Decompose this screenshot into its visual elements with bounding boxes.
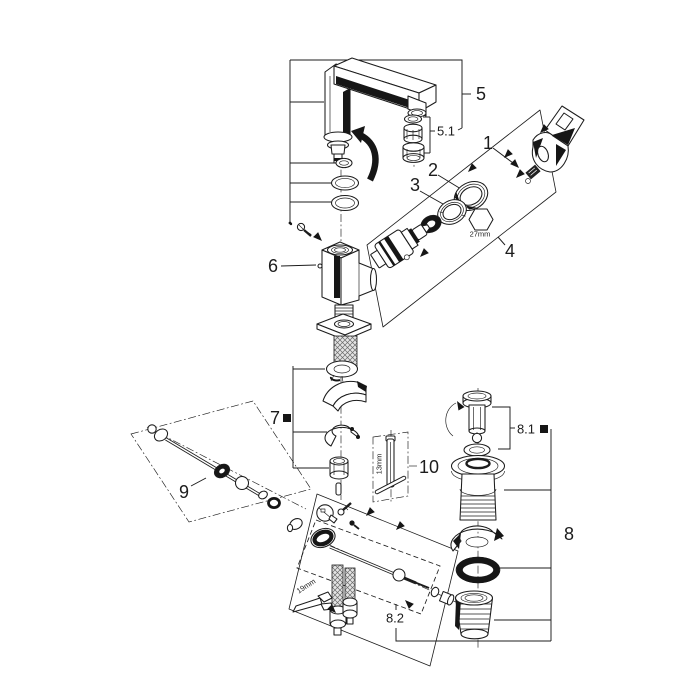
- label-27mm: 27mm: [470, 230, 491, 239]
- label-19mm: 19mm: [295, 577, 317, 596]
- label-2: 2: [428, 160, 438, 180]
- tool-outline: [372, 431, 409, 503]
- bottom-assembly-outline: [288, 493, 459, 667]
- center-axes: [146, 110, 479, 650]
- spout-o-rings: [330, 157, 360, 212]
- mounting-ring: [437, 199, 467, 225]
- set-screw: [289, 222, 322, 241]
- wrench-arrow-icon: [327, 604, 336, 613]
- label-8-2: 8.2: [386, 611, 404, 626]
- label-8-1: 8.1: [517, 422, 535, 437]
- horizontal-rod: [329, 545, 455, 609]
- pull-rod-assembly: [147, 424, 281, 509]
- drain-assembly: [450, 443, 506, 640]
- label-13mm: 13mm: [375, 454, 384, 475]
- wrench-19mm: [292, 591, 336, 613]
- rod-joint-parts: [286, 502, 360, 549]
- handle-screw: [525, 164, 541, 180]
- label-7: 7: [270, 408, 280, 428]
- spout: [323, 57, 437, 182]
- label-8: 8: [564, 524, 574, 544]
- c-clamp: [324, 424, 360, 447]
- label-4: 4: [505, 241, 515, 261]
- label-6: 6: [268, 256, 278, 276]
- faucet-body: [316, 241, 378, 383]
- part-callouts: 1 2 3 4 5 5.1 6 7 8 8.1 8.2 9 10: [179, 84, 574, 626]
- removal-arrow-icon: [351, 126, 379, 182]
- service-tool: [374, 435, 407, 495]
- cartridge: [370, 224, 431, 269]
- label-5: 5: [476, 84, 486, 104]
- group-outline-boxes: [130, 109, 557, 667]
- assembly-arrow-icons: [366, 124, 549, 530]
- label-3: 3: [410, 175, 420, 195]
- label-10: 10: [419, 457, 439, 477]
- fixing-set: [322, 380, 367, 496]
- aerator-set: [402, 114, 425, 163]
- handle-group-outline: [366, 109, 557, 328]
- plug-8-1: [445, 390, 492, 444]
- lever-handle: [525, 105, 585, 184]
- label-9: 9: [179, 482, 189, 502]
- label-5-1: 5.1: [437, 124, 455, 139]
- rod-outline: [296, 519, 441, 615]
- hose-ends: [329, 564, 358, 636]
- hex-nut-27mm: [468, 208, 494, 231]
- label-1: 1: [483, 133, 493, 153]
